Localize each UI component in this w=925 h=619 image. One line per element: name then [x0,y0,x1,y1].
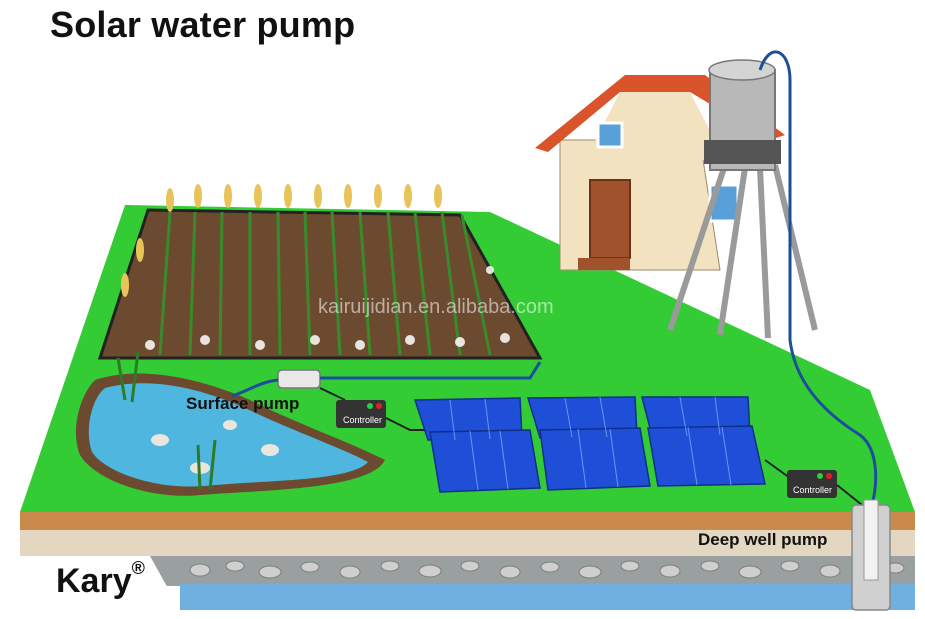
controller-label-1: Controller [343,415,382,425]
page-title: Solar water pump [50,4,356,45]
pond [75,351,385,496]
controller-label-2: Controller [793,485,832,495]
watermark: kairuijidian.en.alibaba.com [318,296,554,318]
solar-array [413,396,766,493]
field-pipe [320,361,542,380]
registered-mark: ® [131,558,145,578]
ground-cross-section [20,512,915,610]
brand-logo: Kary® [56,558,145,601]
surface-pump-label: Surface pump [186,394,300,413]
surface-pump [231,369,321,398]
deep-well-pump-label: Deep well pump [698,530,828,549]
crop-field [97,184,543,360]
controller-well: Controller [764,459,863,506]
water-tower [667,59,818,339]
brand-name: Kary [56,562,132,600]
controller-surface: Controller [319,387,430,431]
deep-well-pump [851,499,891,611]
well-pipe [758,50,878,511]
